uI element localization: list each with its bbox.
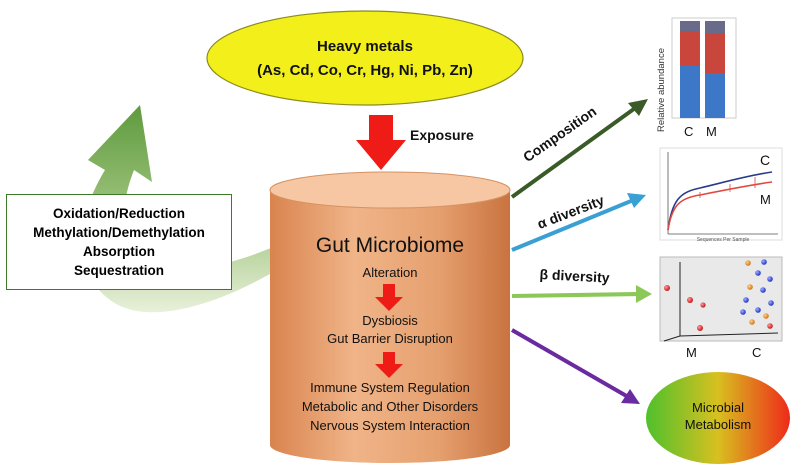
exposure-label: Exposure — [410, 127, 474, 143]
beta-panel — [659, 256, 783, 342]
composition-group-m: M — [706, 124, 717, 139]
microbiome-metabolic: Metabolic and Other Disorders — [301, 399, 479, 414]
beta-group-c: C — [752, 345, 762, 360]
microbiome-immune: Immune System Regulation — [310, 380, 470, 395]
beta-point — [697, 325, 703, 331]
gut-microbiome-cylinder — [269, 171, 511, 463]
metabolism-arrow — [511, 328, 640, 404]
alpha-label-m: M — [760, 192, 771, 207]
heavy-metals-list: (As, Cd, Co, Cr, Hg, Ni, Pb, Zn) — [257, 62, 473, 79]
microbiome-barrier: Gut Barrier Disruption — [327, 331, 453, 346]
beta-point — [760, 287, 766, 293]
composition-bar-m — [705, 21, 725, 118]
beta-group-m: M — [686, 345, 697, 360]
composition-group-c: C — [684, 124, 694, 139]
composition-ylabel: Relative abundance — [656, 48, 667, 132]
beta-point — [700, 302, 706, 308]
beta-point — [767, 276, 773, 282]
beta-point — [755, 307, 761, 313]
process-item: Oxidation/Reduction — [52, 206, 185, 221]
beta-point — [761, 259, 767, 265]
beta-point — [767, 323, 773, 329]
beta-point — [747, 284, 753, 290]
metabolism-label-line2: Metabolism — [684, 417, 752, 432]
beta-point — [687, 297, 693, 303]
disruption-arrow — [375, 352, 403, 378]
beta-point — [745, 260, 751, 266]
alteration-arrow — [375, 284, 403, 311]
process-item: Sequestration — [73, 263, 165, 278]
process-box: Oxidation/Reduction Methylation/Demethyl… — [6, 194, 232, 290]
heavy-metals-title: Heavy metals — [317, 38, 413, 55]
metabolism-label-line1: Microbial — [691, 400, 744, 415]
beta-point — [768, 300, 774, 306]
microbiome-title: Gut Microbiome — [315, 234, 465, 257]
alpha-label-c: C — [760, 152, 771, 168]
composition-panel: Relative abundance — [656, 17, 737, 132]
process-item: Methylation/Demethylation — [33, 225, 205, 240]
beta-point — [763, 313, 769, 319]
beta-point — [749, 319, 755, 325]
beta-point — [664, 285, 670, 291]
alpha-curve-c — [667, 171, 773, 231]
alpha-diversity-arrow — [511, 193, 646, 252]
beta-point — [740, 309, 746, 315]
metabolism-ellipse — [646, 372, 790, 464]
composition-bar-c — [680, 21, 700, 118]
exposure-arrow — [356, 115, 406, 170]
microbiome-alteration: Alteration — [362, 265, 418, 280]
process-item: Absorption — [83, 244, 155, 259]
beta-point — [755, 270, 761, 276]
composition-arrow — [510, 99, 648, 199]
alpha-xlabel: Sequences Per Sample — [697, 237, 750, 243]
microbiome-dysbiosis: Dysbiosis — [362, 313, 418, 328]
heavy-metals-ellipse — [206, 10, 524, 106]
beta-diversity-arrow — [511, 285, 652, 303]
microbiome-nervous: Nervous System Interaction — [310, 418, 470, 433]
beta-point — [743, 297, 749, 303]
alpha-panel: Sequences Per Sample — [659, 147, 783, 243]
